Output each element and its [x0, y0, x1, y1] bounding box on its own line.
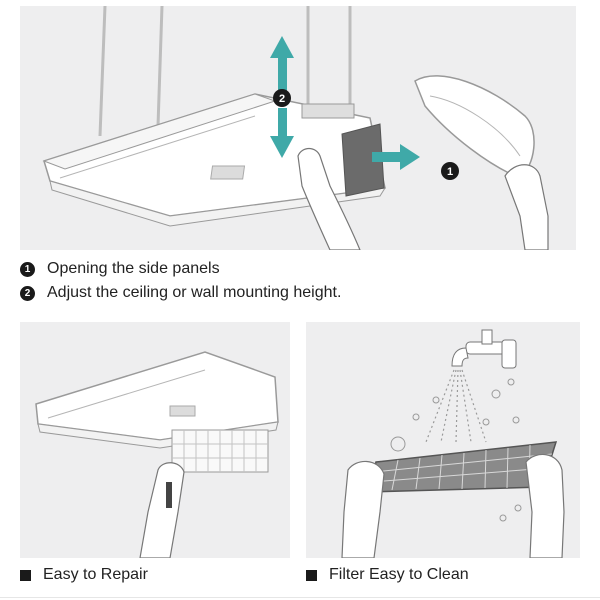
- hand-illustration: [341, 460, 385, 558]
- step-item: 1 Opening the side panels: [20, 257, 341, 281]
- display-window: [169, 405, 196, 417]
- detached-side-panel: [414, 75, 549, 250]
- bottom-divider: [0, 597, 600, 598]
- step-text: Opening the side panels: [47, 260, 220, 277]
- hand-illustration: [525, 453, 565, 558]
- up-arrow-icon: [270, 36, 294, 101]
- step-item: 2 Adjust the ceiling or wall mounting he…: [20, 281, 341, 305]
- step-text: Adjust the ceiling or wall mounting heig…: [47, 284, 342, 301]
- hanging-rod: [156, 6, 164, 127]
- right-arrow-icon: [372, 144, 420, 170]
- faucet-icon: [451, 329, 517, 369]
- filter-washing-drawing: [341, 329, 565, 558]
- feature-caption-text: Filter Easy to Clean: [329, 566, 469, 583]
- filter-cleaning-illustration: [306, 322, 580, 558]
- repair-illustration: [20, 322, 290, 558]
- callout-marker-1-label: 1: [447, 166, 453, 178]
- square-bullet-icon: [306, 569, 317, 581]
- callout-marker-2: [273, 89, 291, 107]
- tool-handle: [166, 482, 172, 508]
- step-number-badge: 1: [20, 261, 35, 277]
- filter-grid: [171, 429, 269, 473]
- hand-illustration: [139, 462, 185, 558]
- filter-removal-drawing: [35, 351, 279, 558]
- display-window: [210, 165, 246, 180]
- feature-caption-filter: Filter Easy to Clean: [306, 566, 469, 584]
- hand-illustration: [297, 147, 361, 250]
- down-arrow-icon: [270, 108, 294, 158]
- callout-marker-2-label: 2: [279, 93, 285, 105]
- feature-caption-text: Easy to Repair: [43, 566, 148, 583]
- feature-caption-repair: Easy to Repair: [20, 566, 148, 584]
- installation-steps: 1 Opening the side panels 2 Adjust the c…: [20, 257, 341, 305]
- hanging-rod: [98, 6, 107, 137]
- step-number-badge: 2: [20, 285, 35, 301]
- ceiling-unit-installation-drawing: 2 1: [42, 6, 549, 250]
- square-bullet-icon: [20, 569, 31, 581]
- callout-marker-1: [441, 162, 459, 180]
- installation-illustration: 2 1: [20, 6, 576, 250]
- hand-illustration: [504, 164, 549, 250]
- air-conditioner-unit: [42, 93, 386, 227]
- air-conditioner-unit: [35, 351, 279, 449]
- water-stream: [425, 369, 487, 443]
